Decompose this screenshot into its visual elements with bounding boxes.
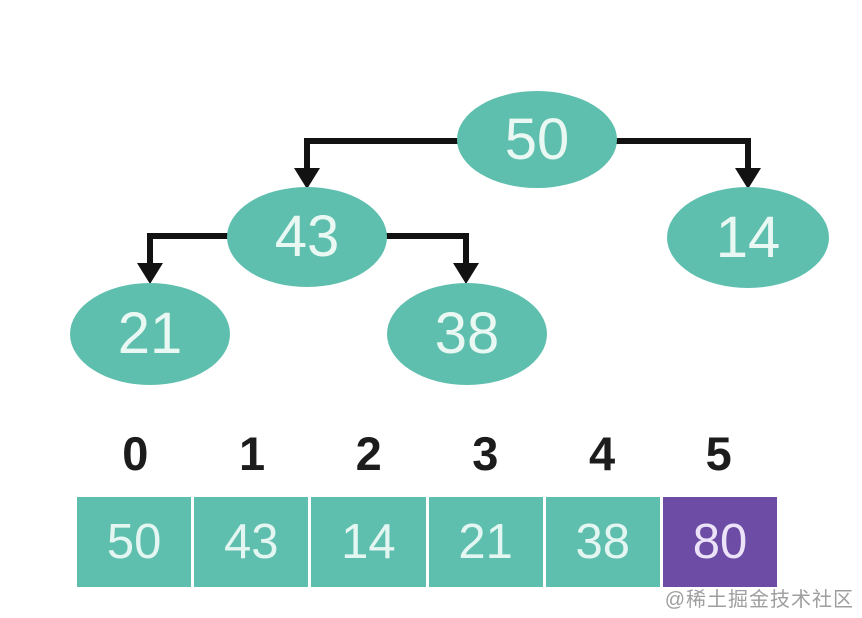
array-cell: 14 [311,497,426,587]
arrowhead-icon [735,168,761,189]
array-cell: 43 [194,497,309,587]
array-cell-row: 50 43 14 21 38 80 [77,497,778,587]
array-index-label: 3 [472,427,499,480]
tree-node-left-right: 38 [387,283,547,385]
edge-50-43 [294,138,459,189]
array-cell: 38 [545,497,660,587]
array-index-label: 5 [705,427,732,480]
arrowhead-icon [294,168,320,189]
edge-43-21 [137,233,229,284]
array-index-row: 0 1 2 3 4 5 [77,430,777,477]
edge-43-38 [385,233,479,284]
edge-line [304,138,459,170]
edge-50-14 [615,138,761,189]
arrowhead-icon [137,263,163,284]
arrowhead-icon [453,263,479,284]
tree-node-root: 50 [457,91,617,188]
array-cell: 50 [77,497,192,587]
array-cell-highlighted: 80 [662,497,778,587]
edge-line [147,233,229,265]
edge-line [385,233,469,265]
array-index-label: 0 [122,427,149,480]
array-index-label: 1 [238,427,266,480]
tree-node-right: 14 [667,187,829,288]
watermark: @稀土掘金技术社区 [664,589,854,611]
edge-line [615,138,751,170]
array-cell: 21 [428,497,543,587]
array-index-label: 4 [588,427,616,480]
tree-node-left-left: 21 [70,283,230,385]
tree-node-left: 43 [227,187,387,287]
array-index-label: 2 [355,427,382,480]
